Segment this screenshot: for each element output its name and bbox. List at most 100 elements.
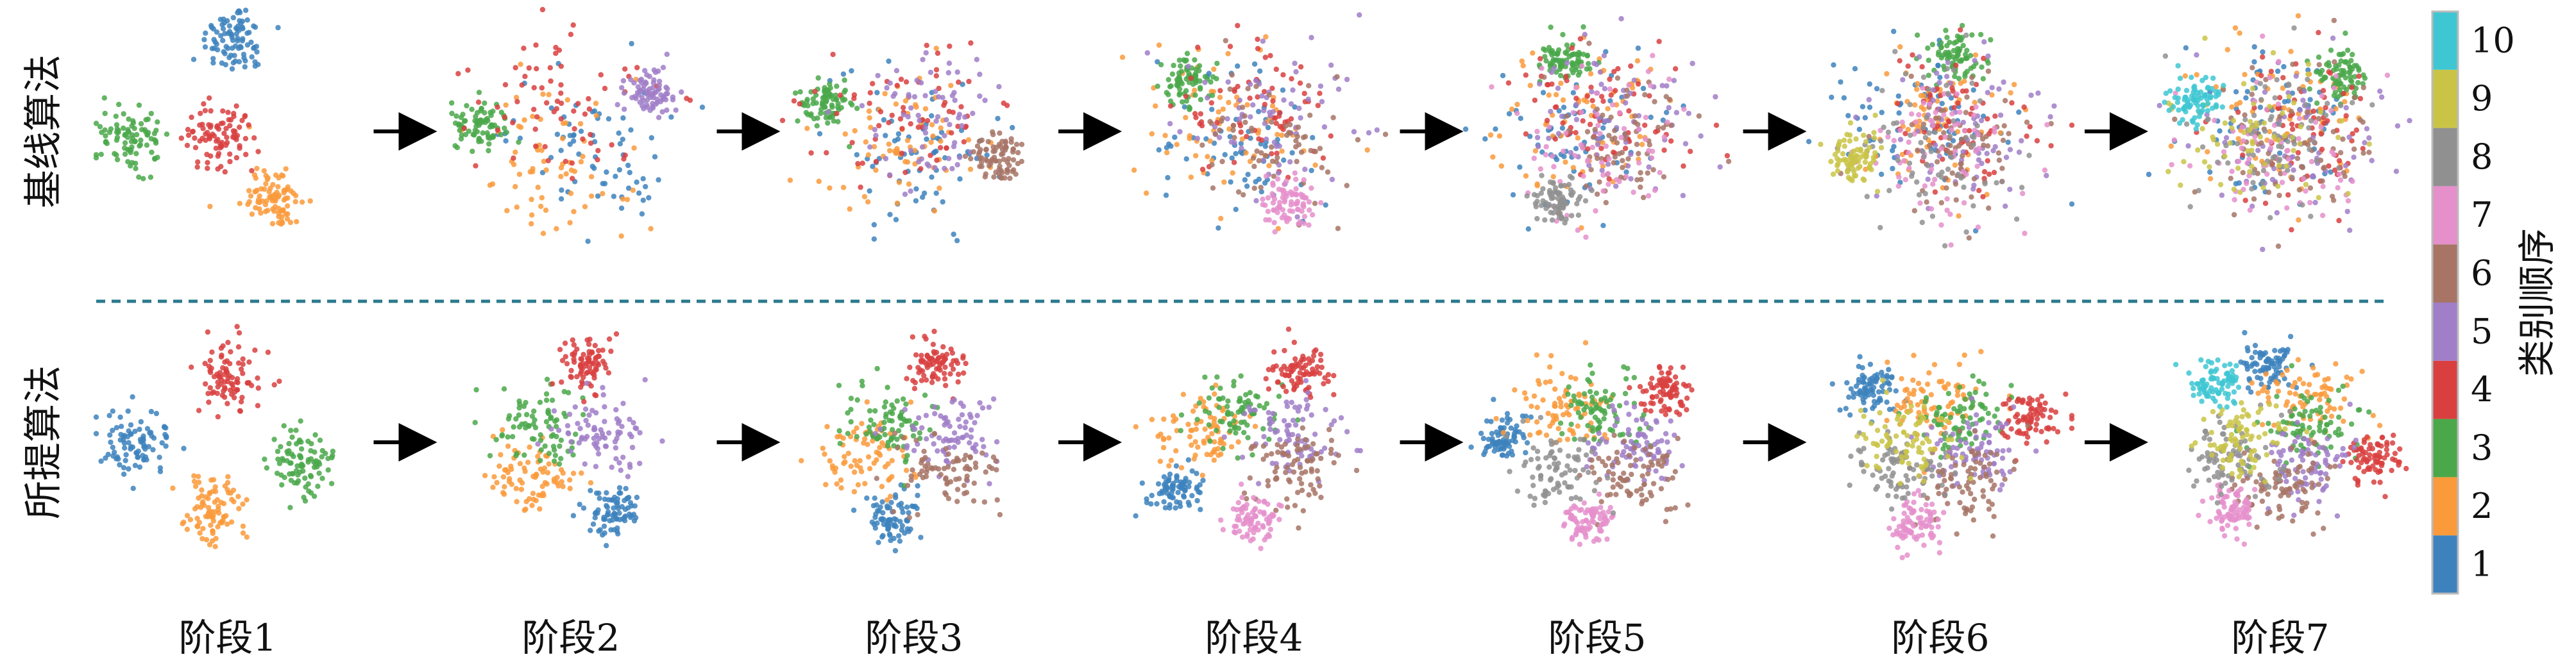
scatter-point [588,488,593,494]
scatter-point [1623,174,1629,179]
scatter-point [2027,124,2033,129]
scatter-point [924,469,929,475]
scatter-point [625,474,631,479]
scatter-point [490,134,496,140]
scatter-point [1309,185,1314,191]
scatter-point [868,124,874,130]
scatter-point [519,82,525,88]
scatter-point [1618,16,1624,22]
scatter-point [1933,110,1938,115]
scatter-point [1279,215,1285,221]
scatter-point [1986,171,1992,177]
scatter-point [502,484,507,490]
scatter-point [860,160,865,166]
scatter-point [2275,243,2282,249]
scatter-point [1192,71,1198,77]
scatter-point [945,70,952,76]
scatter-point [2195,103,2201,109]
scatter-point [1943,123,1949,129]
scatter-point [1510,192,1516,198]
scatter-point [901,112,906,118]
scatter-point [1835,168,1841,174]
scatter-point [1558,80,1564,87]
scatter-point [1265,208,1271,214]
scatter-point [298,446,305,452]
scatter-point [242,7,249,13]
scatter-point [933,118,939,124]
scatter-point [996,84,1002,90]
scatter-point [1214,120,1220,126]
scatter-point [897,116,904,122]
scatter-point [2268,69,2275,74]
scatter-point [1260,196,1266,202]
scatter-point [1284,178,1289,184]
scatter-point [1951,40,1957,46]
scatter-point [1971,176,1977,182]
scatter-point [1944,35,1950,40]
scatter-point [215,137,221,142]
scatter-point [920,56,926,63]
scatter-point [2343,163,2349,169]
scatter-point [1315,103,1321,108]
scatter-point [983,171,989,177]
scatter-point [2241,81,2247,87]
scatter-point [1269,85,1275,91]
scatter-point [1861,177,1867,183]
scatter-point [262,202,269,208]
scatter-point [559,136,566,142]
scatter-point [1984,151,1990,156]
scatter-point [1975,224,1981,230]
scatter-point [588,480,594,486]
scatter-point [627,462,633,467]
scatter-point [269,198,276,204]
scatter-point [202,44,208,50]
scatter-point [1247,96,1253,101]
scatter-point [558,437,564,443]
scatter-point [2175,95,2181,101]
scatter-point [1725,158,1732,164]
scatter-point [1306,83,1312,88]
scatter-point [563,120,569,126]
scatter-point [582,406,589,412]
scatter-point [1919,64,1925,70]
scatter-point [1637,133,1643,140]
scatter-point [1334,74,1340,79]
scatter-point [197,530,203,536]
scatter-point [834,481,840,487]
scatter-point [254,49,260,55]
scatter-point [1149,131,1155,137]
scatter-point [593,490,600,496]
scatter-point [1192,87,1198,94]
scatter-point [900,104,906,110]
scatter-point [1540,90,1546,96]
scatter-point [2333,106,2339,112]
scatter-point [1293,191,1299,197]
scatter-point [641,106,647,112]
scatter-point [1927,142,1933,149]
scatter-point [896,502,902,508]
scatter-point [490,485,496,490]
scatter-point [2339,118,2344,124]
scatter-point [1262,121,1268,126]
scatter-point [871,144,877,150]
scatter-point [248,193,254,199]
scatter-point [905,113,911,120]
scatter-point [523,506,529,512]
scatter-point [1261,108,1267,113]
scatter-point [1605,106,1611,112]
scatter-point [983,469,989,475]
scatter-point [933,73,940,79]
scatter-point [990,454,997,460]
scatter-point [1320,155,1326,161]
scatter-point [2328,47,2334,53]
cluster-class-9 [1818,112,1885,194]
scatter-point [2331,17,2337,24]
scatter-point [514,204,520,210]
scatter-point [514,99,520,104]
scatter-point [144,142,150,148]
scatter-point [460,112,466,117]
scatter-point [1155,59,1160,65]
scatter-point [863,139,869,145]
scatter-point [2257,104,2264,110]
scatter-point [2003,203,2008,209]
